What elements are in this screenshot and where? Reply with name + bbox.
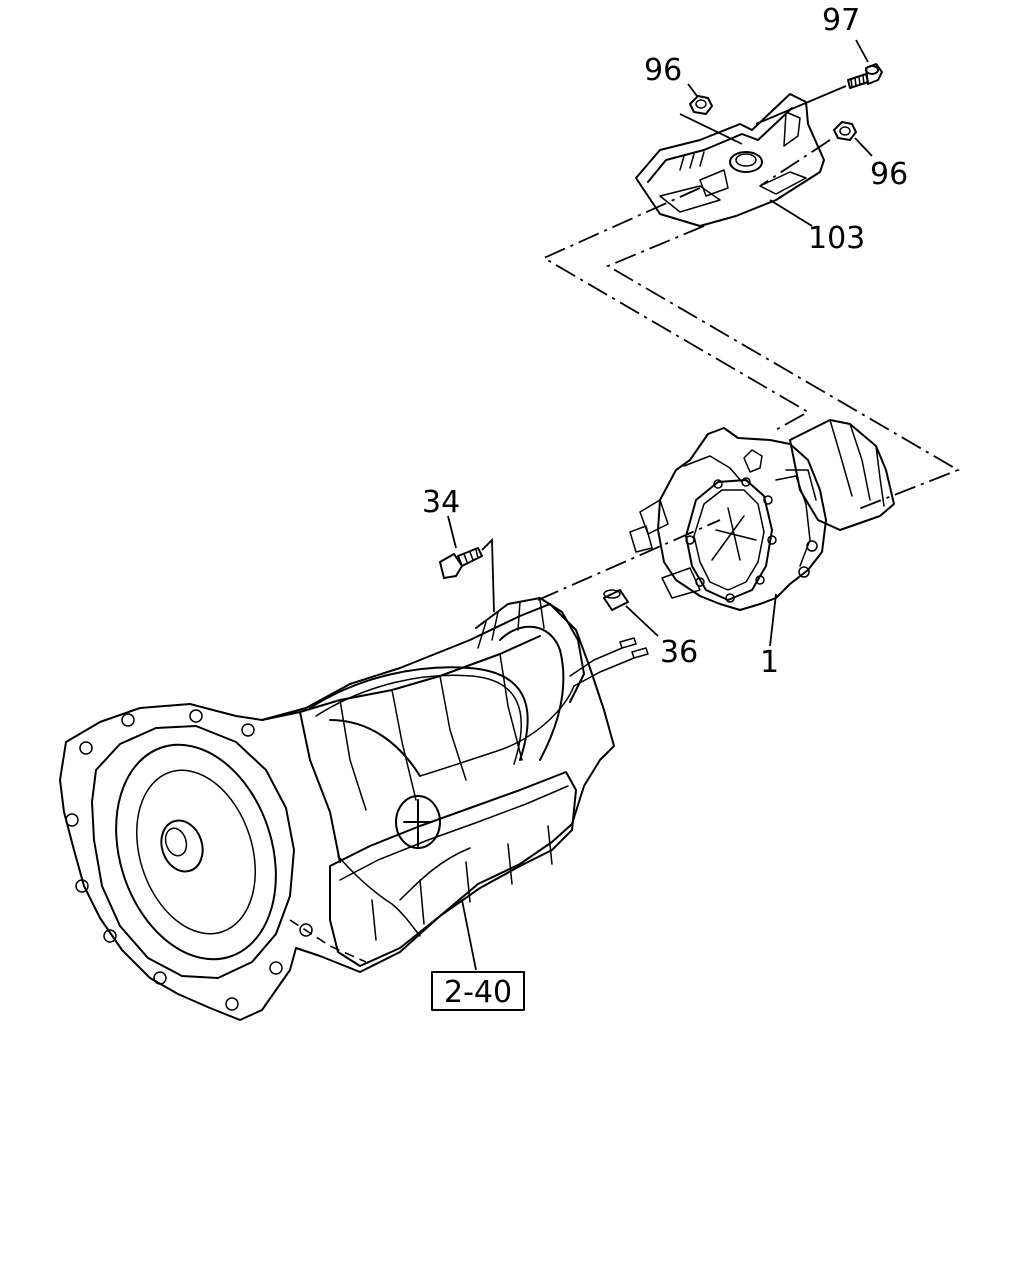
dowel-pin-36 xyxy=(603,589,629,611)
alignment-line-97 xyxy=(755,85,847,125)
callout-1: 1 xyxy=(760,645,779,680)
bolt-97 xyxy=(847,63,883,89)
leader-36 xyxy=(625,605,659,637)
alignment-line-34 xyxy=(481,537,495,613)
leader-97 xyxy=(855,39,869,63)
leader-96-right xyxy=(854,137,873,157)
callout-103: 103 xyxy=(808,221,865,256)
leader-103 xyxy=(769,199,813,227)
callout-97: 97 xyxy=(822,3,860,38)
reference-box-label: 2-40 xyxy=(444,975,512,1010)
callout-96-right: 96 xyxy=(870,157,908,192)
automatic-transmission xyxy=(59,597,615,1021)
leader-34 xyxy=(447,515,457,549)
bracket-103 xyxy=(635,93,825,227)
nut-96-right xyxy=(833,121,857,141)
nut-96-top xyxy=(689,95,713,115)
transfer-case-1 xyxy=(629,419,895,611)
phantom-line-outer xyxy=(542,187,810,433)
hidden-line-pan xyxy=(289,919,367,963)
callout-36: 36 xyxy=(660,635,698,670)
wiring-harness-ends xyxy=(569,637,649,687)
reference-box xyxy=(431,971,525,1011)
callout-34: 34 xyxy=(422,485,460,520)
alignment-line-96-right xyxy=(759,139,831,187)
phantom-line-inner xyxy=(605,225,961,511)
bolt-34 xyxy=(439,547,483,579)
callout-96-top: 96 xyxy=(644,53,682,88)
alignment-line-transfer xyxy=(537,519,721,601)
leader-96-top xyxy=(687,83,698,97)
alignment-line-96-top xyxy=(679,113,743,145)
leader-1 xyxy=(769,593,777,647)
leader-2-40 xyxy=(461,899,477,971)
